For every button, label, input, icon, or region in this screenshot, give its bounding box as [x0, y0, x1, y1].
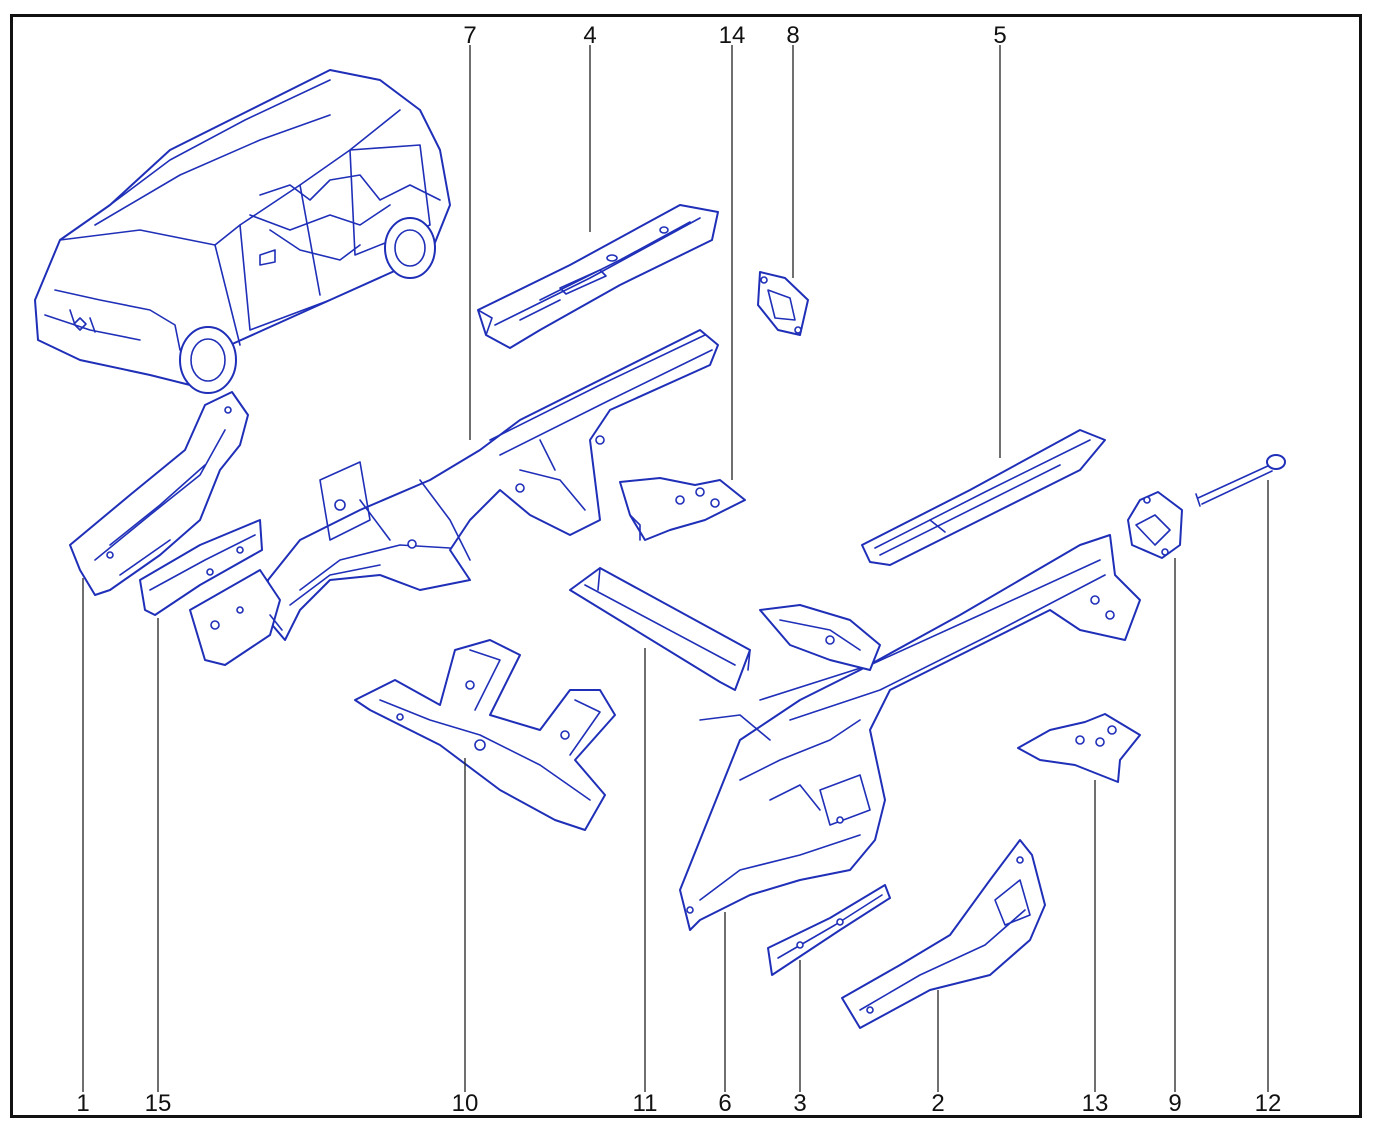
part-4: [477, 204, 719, 349]
callout-label-1: 1: [76, 1090, 90, 1117]
callout-label-6: 6: [718, 1090, 732, 1117]
part-15: [139, 519, 263, 616]
part-11: [569, 567, 751, 691]
callout-label-14: 14: [718, 22, 746, 49]
diagram-frame: [10, 14, 1362, 1118]
callout-label-10: 10: [451, 1090, 479, 1117]
part-10: [354, 639, 616, 831]
callout-label-11: 11: [632, 1090, 658, 1117]
part-5: [861, 429, 1106, 566]
part-8: [757, 271, 809, 336]
part-3: [767, 884, 891, 976]
callout-label-3: 3: [793, 1090, 807, 1117]
car-illustration: [34, 69, 451, 394]
callout-label-2: 2: [931, 1090, 945, 1117]
callout-label-15: 15: [144, 1090, 172, 1117]
part-7: [189, 329, 719, 666]
leader-lines: [82, 45, 1269, 1092]
part-13: [1017, 713, 1141, 783]
callout-label-5: 5: [993, 22, 1007, 49]
callout-label-4: 4: [583, 22, 597, 49]
callout-label-12: 12: [1254, 1090, 1282, 1117]
part-9: [1127, 491, 1183, 559]
part-6: [679, 534, 1141, 931]
callout-label-13: 13: [1081, 1090, 1109, 1117]
part-12: [1195, 454, 1286, 507]
callout-label-7: 7: [463, 22, 477, 49]
callout-label-8: 8: [786, 22, 800, 49]
part-1: [69, 391, 249, 596]
part-14: [619, 477, 746, 541]
callout-label-9: 9: [1168, 1090, 1182, 1117]
part-2: [841, 839, 1046, 1029]
